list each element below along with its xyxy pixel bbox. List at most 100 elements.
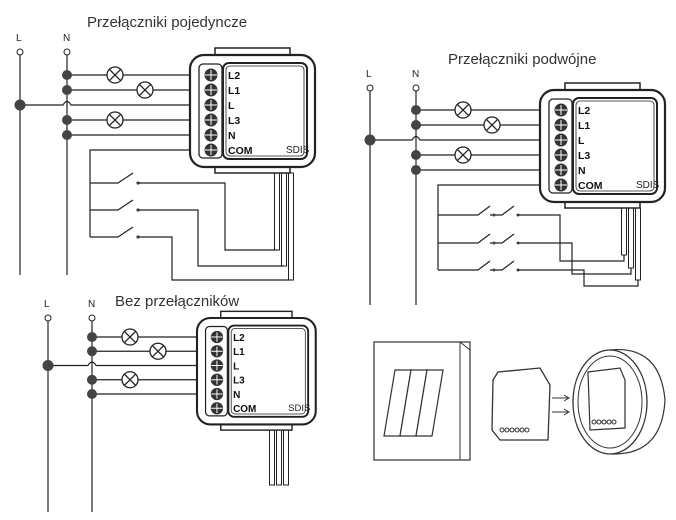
switch-cable bbox=[635, 207, 641, 281]
screw-slot bbox=[205, 70, 217, 80]
neutral-terminal-icon bbox=[63, 48, 71, 56]
module-pin bbox=[509, 427, 515, 433]
switch-cable bbox=[621, 207, 627, 256]
terminal-label-l3: L3 bbox=[578, 150, 590, 162]
screw-slot bbox=[555, 135, 567, 145]
switch-cable bbox=[628, 207, 634, 269]
line-label-n: N bbox=[412, 69, 419, 80]
lamp-cross bbox=[485, 118, 499, 132]
module-pin bbox=[596, 419, 602, 425]
title-single-switches: Przełączniki pojedyncze bbox=[87, 14, 247, 31]
switch-return-wire bbox=[518, 214, 625, 262]
neutral-junction-dot bbox=[87, 346, 97, 357]
module-pin bbox=[504, 427, 510, 433]
screw-slot bbox=[211, 332, 223, 342]
switch-cable bbox=[281, 172, 287, 267]
screw-slot bbox=[211, 346, 223, 357]
module-illustration bbox=[491, 367, 551, 441]
lamp-cross bbox=[123, 373, 137, 386]
installation-illustration bbox=[373, 341, 666, 461]
lamp-icon bbox=[149, 342, 167, 360]
module-pin bbox=[601, 419, 607, 425]
module-pin bbox=[499, 427, 505, 433]
neutral-terminal-icon bbox=[88, 314, 96, 322]
terminal-label-com: COM bbox=[228, 145, 253, 157]
line-label-l: L bbox=[16, 33, 22, 44]
terminal-label-n: N bbox=[578, 165, 586, 177]
lamp-cross bbox=[151, 345, 165, 358]
switch-cable bbox=[276, 429, 282, 486]
lamp-cross bbox=[108, 68, 122, 82]
neutral-junction-dot bbox=[62, 115, 72, 125]
neutral-junction-dot bbox=[62, 70, 72, 80]
rocker-key bbox=[415, 369, 444, 437]
wall-box-inner bbox=[577, 355, 643, 449]
terminal-label-l1: L1 bbox=[228, 85, 240, 97]
module-pin bbox=[606, 419, 612, 425]
live-terminal-icon bbox=[44, 314, 52, 322]
module-face bbox=[572, 97, 658, 195]
lamp-icon bbox=[483, 116, 501, 134]
neutral-junction-dot bbox=[87, 332, 97, 342]
lamp-icon bbox=[454, 146, 472, 164]
com-wire bbox=[89, 149, 211, 237]
neutral-junction-dot bbox=[411, 165, 421, 175]
module-logo: SDIS bbox=[636, 180, 660, 191]
terminal-label-l1: L1 bbox=[233, 347, 245, 358]
neutral-junction-dot bbox=[62, 130, 72, 140]
switch-cable bbox=[274, 172, 280, 251]
terminal-label-l: L bbox=[578, 135, 585, 147]
line-label-l: L bbox=[44, 299, 50, 310]
com-wire bbox=[437, 184, 561, 270]
screw-slot bbox=[211, 403, 223, 414]
module-logo: SDIS bbox=[288, 403, 310, 414]
lamp-cross bbox=[456, 148, 470, 162]
plate-edge bbox=[459, 341, 471, 460]
screw-slot bbox=[205, 100, 217, 110]
screw-slot bbox=[205, 85, 217, 95]
line-label-l: L bbox=[366, 69, 372, 80]
terminal-label-n: N bbox=[228, 130, 236, 142]
terminal-label-l3: L3 bbox=[233, 376, 245, 387]
module-pin bbox=[591, 419, 597, 425]
lamp-cross bbox=[108, 113, 122, 127]
switch-blade bbox=[90, 199, 134, 211]
neutral-junction-dot bbox=[411, 120, 421, 130]
lamp-icon bbox=[454, 101, 472, 119]
switch-return-wire bbox=[138, 182, 277, 251]
live-terminal-icon bbox=[16, 48, 24, 56]
live-terminal-icon bbox=[366, 84, 374, 92]
screw-slot bbox=[211, 375, 223, 385]
terminal-label-com: COM bbox=[578, 180, 603, 192]
lamp-icon bbox=[121, 328, 139, 346]
insert-arrow-icon bbox=[552, 394, 570, 416]
screw-slot bbox=[205, 115, 217, 125]
neutral-terminal-icon bbox=[412, 84, 420, 92]
lamp-icon bbox=[106, 111, 124, 129]
module-face-inner bbox=[225, 65, 305, 157]
switch-cable bbox=[288, 172, 294, 281]
lamp-cross bbox=[138, 83, 152, 97]
neutral-junction-dot bbox=[87, 374, 97, 385]
lamp-cross bbox=[456, 103, 470, 117]
terminal-label-l2: L2 bbox=[578, 105, 590, 117]
line-label-n: N bbox=[88, 299, 95, 310]
module-face bbox=[227, 324, 310, 418]
switch-blade bbox=[90, 226, 134, 238]
switch-return-wire bbox=[518, 242, 632, 275]
neutral-junction-dot bbox=[62, 85, 72, 95]
neutral-junction-dot bbox=[411, 105, 421, 115]
line-label-n: N bbox=[63, 33, 70, 44]
switch-cable bbox=[283, 429, 289, 486]
live-junction-dot bbox=[42, 360, 54, 371]
terminal-label-l2: L2 bbox=[228, 70, 240, 82]
switch-return-wire bbox=[518, 269, 639, 287]
module-face-inner bbox=[230, 328, 306, 415]
screw-slot bbox=[211, 389, 223, 399]
terminal-label-l1: L1 bbox=[578, 120, 590, 132]
neutral-junction-dot bbox=[87, 389, 97, 399]
switch-blade bbox=[90, 172, 134, 184]
switch-contact bbox=[492, 241, 496, 245]
